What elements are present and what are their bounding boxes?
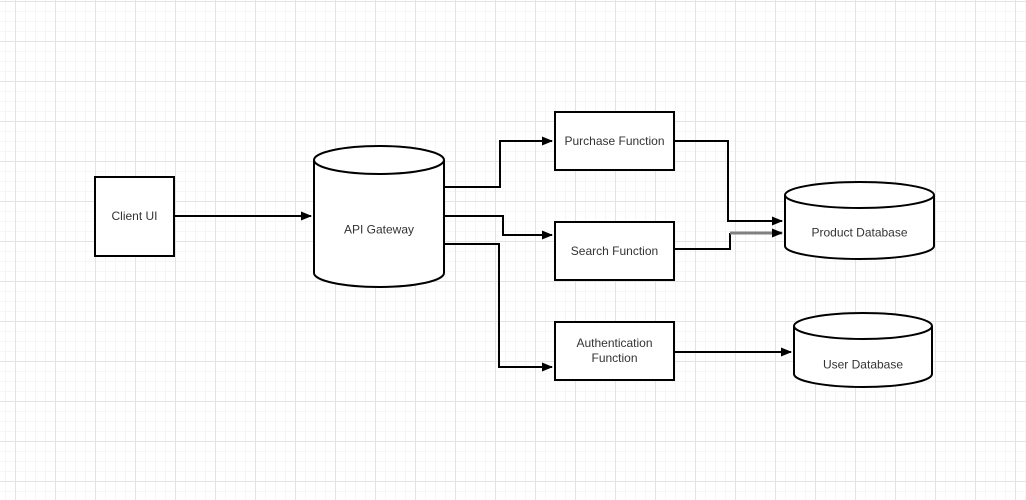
node-user-database[interactable]: User Database xyxy=(793,312,933,388)
connector-api-gateway-to-search-function[interactable] xyxy=(445,215,553,240)
cylinder-shape xyxy=(313,145,445,288)
node-authentication-function[interactable]: Authentication Function xyxy=(554,321,675,381)
connector-api-gateway-to-purchase-function[interactable] xyxy=(445,136,553,188)
node-client-ui[interactable]: Client UI xyxy=(94,176,175,257)
connector-search-function-to-product-database-elbow[interactable] xyxy=(675,233,731,250)
node-authentication-function-label: Authentication Function xyxy=(576,336,653,365)
node-api-gateway-label: API Gateway xyxy=(343,222,415,237)
node-client-ui-label: Client UI xyxy=(111,209,158,223)
cylinder-shape xyxy=(784,181,935,260)
node-purchase-function[interactable]: Purchase Function xyxy=(554,111,675,171)
node-user-database-label: User Database xyxy=(822,357,904,372)
cylinder-shape xyxy=(793,312,933,388)
connector-api-gateway-to-authentication-function[interactable] xyxy=(445,243,553,372)
node-api-gateway[interactable]: API Gateway xyxy=(313,145,445,288)
node-product-database-label: Product Database xyxy=(811,225,908,240)
connector-purchase-function-to-product-database[interactable] xyxy=(675,140,783,226)
node-product-database[interactable]: Product Database xyxy=(784,181,935,260)
node-search-function[interactable]: Search Function xyxy=(554,221,675,281)
node-purchase-function-label: Purchase Function xyxy=(564,133,665,148)
node-search-function-label: Search Function xyxy=(570,243,659,258)
